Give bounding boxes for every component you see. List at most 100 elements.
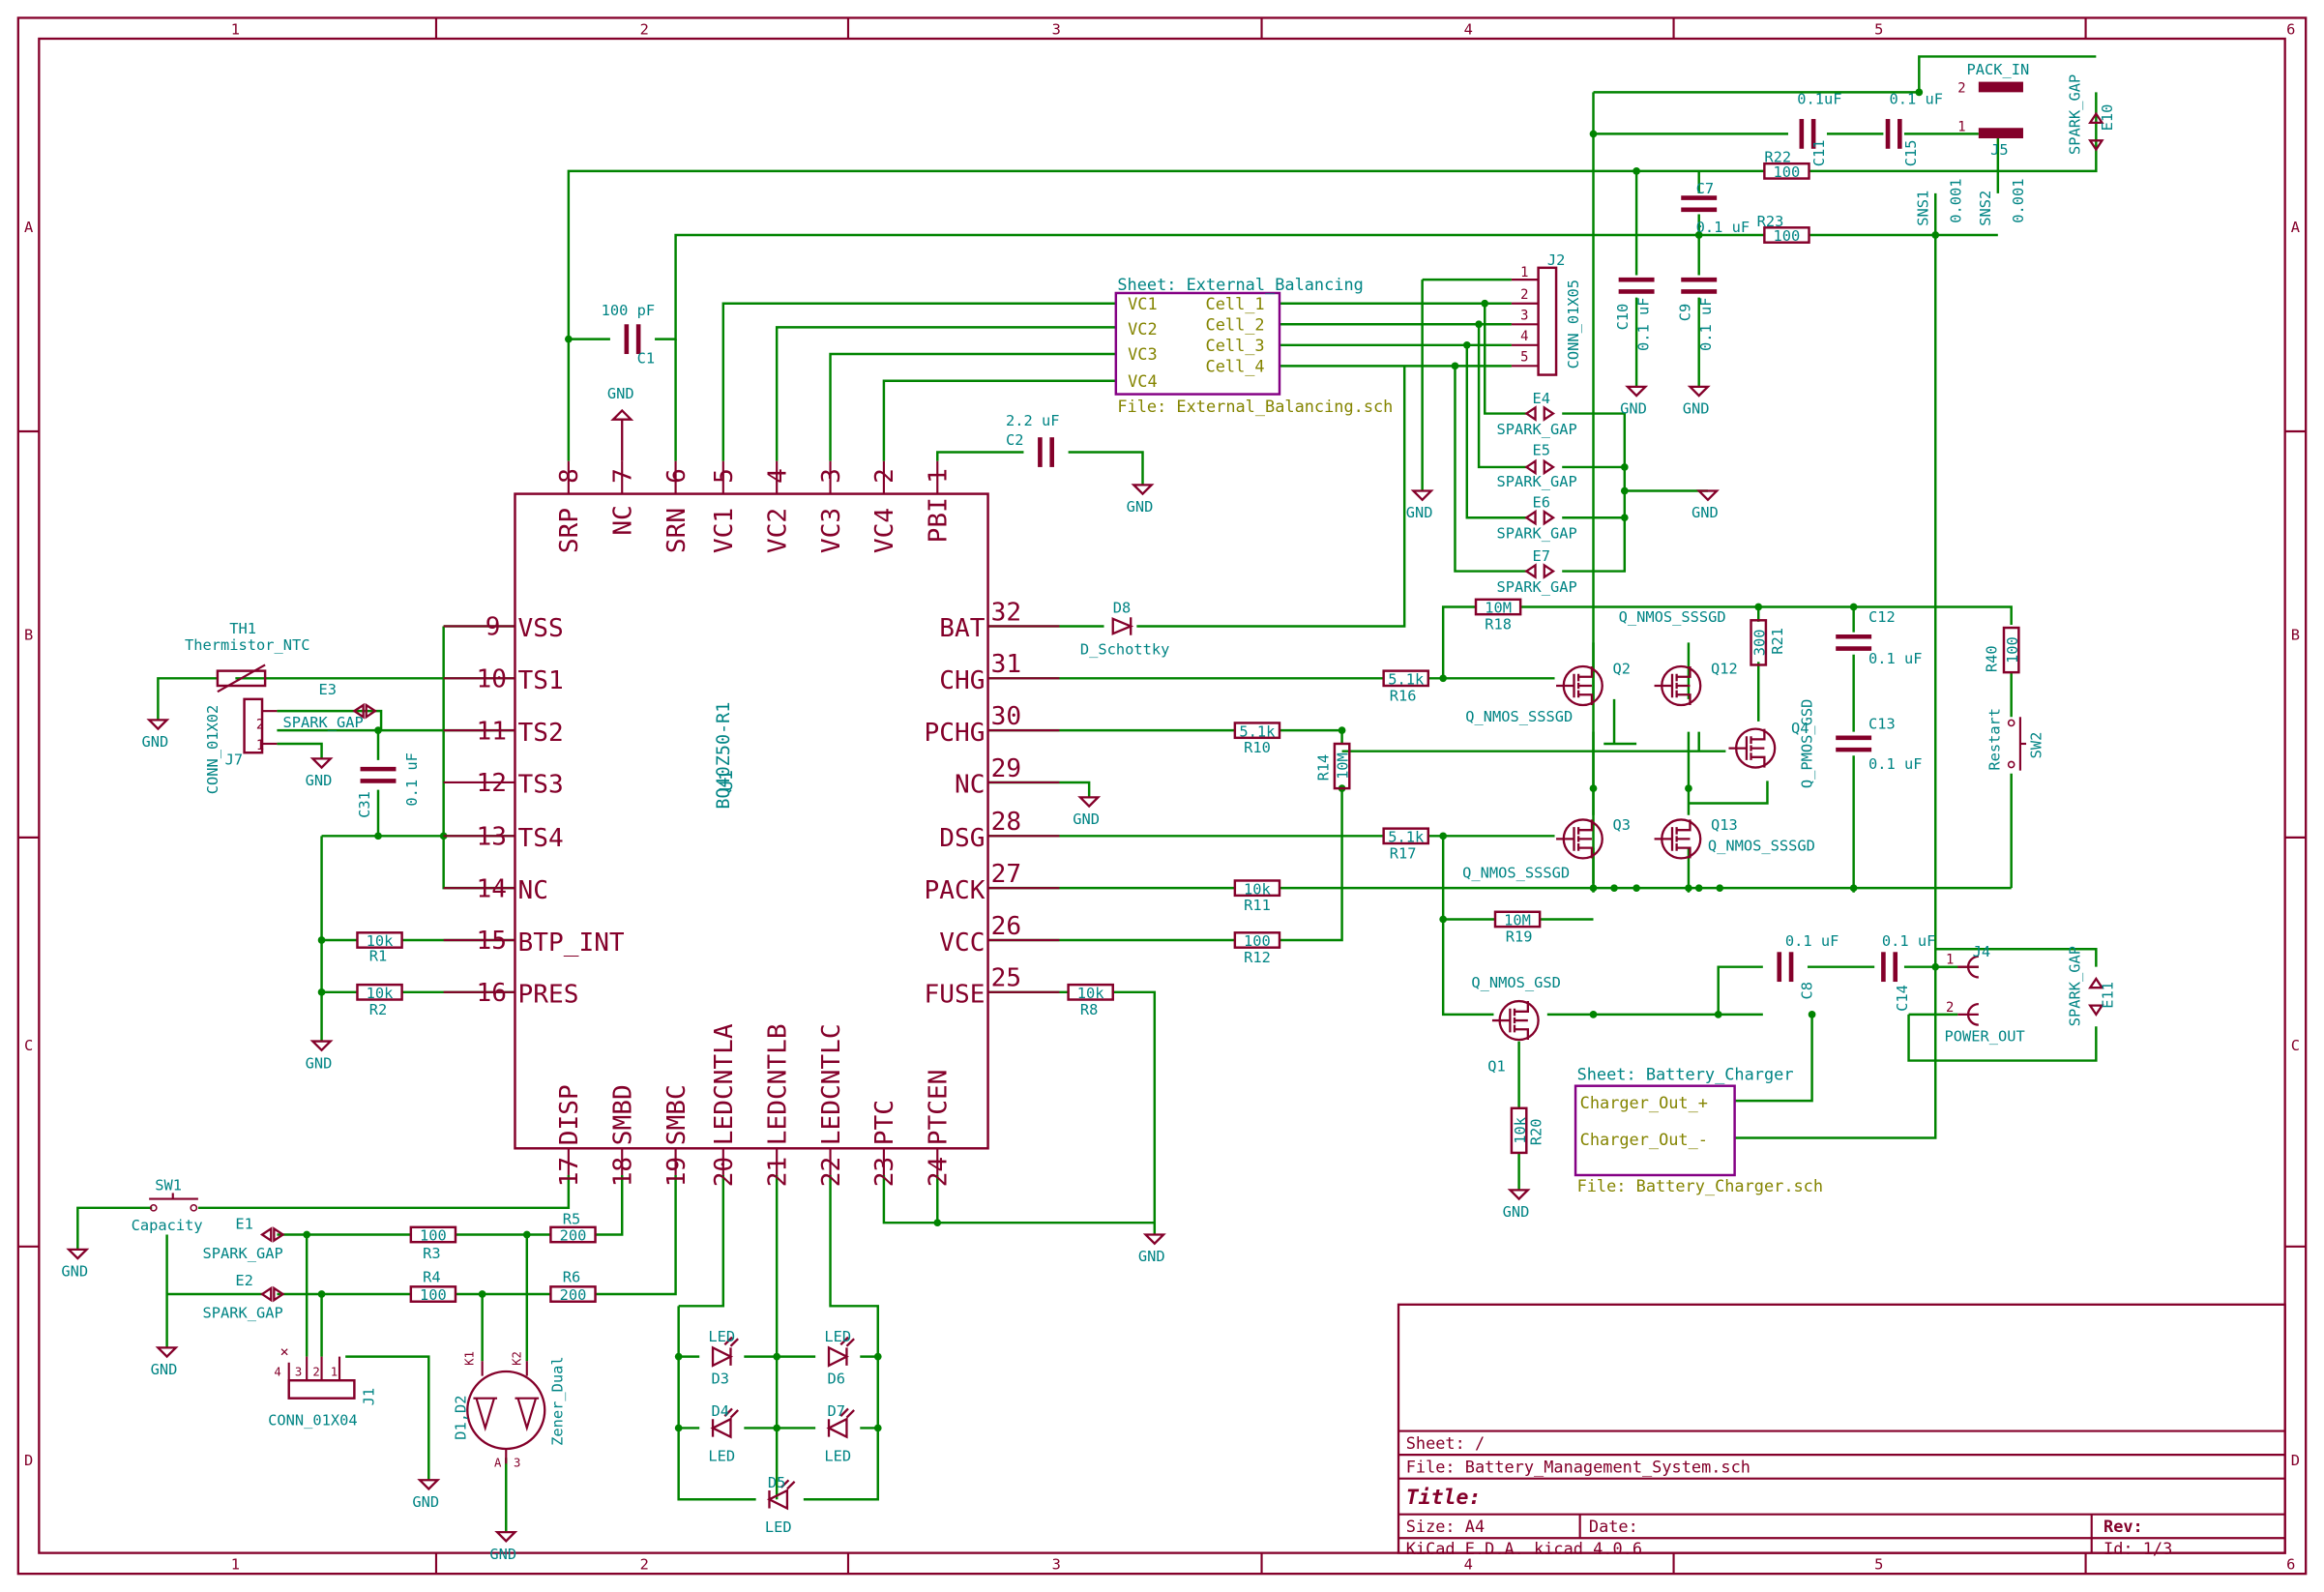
switch-sw1[interactable]: SW1 Capacity — [132, 1176, 203, 1234]
mosfet-q12[interactable]: Q12 — [1654, 661, 1738, 707]
zener-dual-d1d2[interactable]: K1 K2 A 3 D1,D2 Zener_Dual — [453, 1351, 567, 1469]
r5-value: 200 — [560, 1227, 587, 1245]
gnd-label: GND — [306, 772, 333, 789]
d5-ref: D5 — [768, 1474, 786, 1491]
r19-ref: R19 — [1506, 929, 1533, 946]
pin-name-ts1: TS1 — [518, 666, 564, 695]
j7-ref: J7 — [225, 752, 244, 769]
pin-num-7: 7 — [608, 468, 637, 484]
pin-name-ledcntlb: LEDCNTLB — [763, 1023, 792, 1145]
sw2-ref: SW2 — [2027, 732, 2045, 759]
balancing-port-cell2: Cell_2 — [1206, 314, 1265, 334]
connector-j4[interactable]: J4 POWER_OUT 1 2 — [1944, 943, 2024, 1046]
gnd-label: GND — [607, 385, 634, 402]
pin-name-disp: DISP — [555, 1084, 584, 1145]
mosfet-q13[interactable]: Q13 — [1654, 816, 1738, 860]
mosfet-q1[interactable]: Q1 — [1487, 999, 1540, 1075]
connector-j5[interactable]: 2 1 PACK_IN J5 — [1957, 61, 2029, 159]
q2-ref: Q2 — [1613, 661, 1631, 678]
gnd-label: GND — [1406, 504, 1433, 521]
d5-value: LED — [765, 1518, 792, 1536]
mosfet-q2[interactable]: Q2 — [1556, 661, 1631, 707]
pin-name-ts2: TS2 — [518, 719, 564, 748]
pin-num-4: 4 — [763, 468, 792, 484]
pin-num-3: 3 — [817, 468, 846, 484]
capacitor-c2[interactable]: C22.2 uF — [1006, 412, 1059, 467]
connector-j1[interactable]: × 4 3 2 1 J1 CONN_01X04 — [268, 1343, 377, 1430]
pin-num-6: 6 — [662, 468, 691, 484]
capacitor-c8[interactable]: C80.1 uF — [1777, 932, 1839, 1000]
e10-value: SPARK_GAP — [2066, 74, 2083, 155]
th1-ref: TH1 — [229, 620, 256, 637]
balancing-port-vc3: VC3 — [1128, 344, 1158, 364]
mosfet-q4[interactable]: Q4 — [1728, 720, 1809, 769]
connector-j7[interactable]: 2 1 J7 CONN_01X02 — [204, 697, 278, 794]
thermistor-th1[interactable]: TH1 Thermistor_NTC — [185, 620, 310, 693]
c8-value: 0.1 uF — [1785, 932, 1839, 950]
row-label-a-right: A — [2291, 219, 2300, 236]
mosfet-q3[interactable]: Q3 — [1556, 816, 1631, 860]
capacitor-c7[interactable]: C70.1 uF — [1681, 180, 1750, 236]
resistor-r22[interactable]: 100 — [1763, 162, 1810, 181]
connector-j2[interactable]: 123 45 J2 CONN_01X05 — [1511, 251, 1582, 376]
e2-value: SPARK_GAP — [203, 1305, 283, 1322]
resistor-r23[interactable]: 100 — [1763, 226, 1810, 245]
j4-ref: J4 — [1973, 943, 1991, 960]
svg-text:3: 3 — [514, 1456, 520, 1469]
c13-ref: C13 — [1868, 716, 1896, 733]
c2-ref: C2 — [1006, 431, 1024, 449]
c9-ref: C9 — [1676, 304, 1693, 322]
pin-name-ts3: TS3 — [518, 771, 564, 800]
sheet-battery-charger[interactable]: Sheet: Battery_Charger File: Battery_Cha… — [1574, 1065, 1823, 1195]
sheet-external-balancing[interactable]: Sheet: External_Balancing File: External… — [1114, 275, 1394, 416]
pin-name-pbi: PBI — [924, 497, 953, 543]
schottky-d8[interactable]: D8 D_Schottky — [1080, 600, 1169, 659]
c7-ref: C7 — [1696, 180, 1715, 197]
switch-sw2[interactable]: SW2 Restart — [1986, 708, 2045, 771]
ic-u1[interactable]: BQ40Z50-R1 U1 8 SRP 7 NC 6 S — [443, 460, 1060, 1188]
col-label-4: 4 — [1464, 20, 1473, 38]
